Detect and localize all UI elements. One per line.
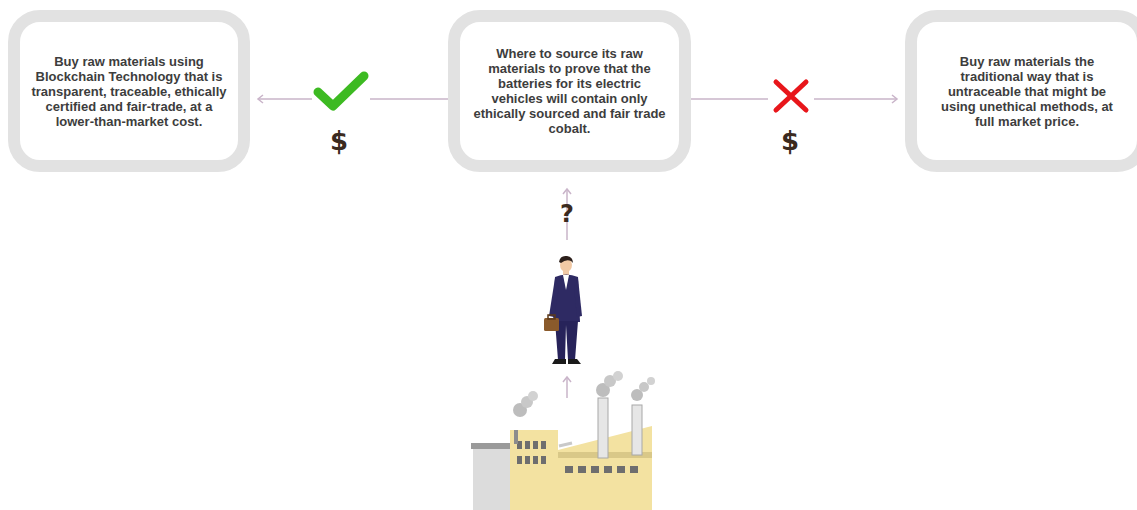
cost-symbol: $ xyxy=(330,126,348,156)
option-box: Where to source its raw materials to pro… xyxy=(448,10,691,172)
up-arrow xyxy=(566,378,568,398)
box-content: Where to source its raw materials to pro… xyxy=(472,46,668,136)
box-content: Buy raw materials using Blockchain Techn… xyxy=(31,54,227,129)
businessman-figure xyxy=(544,256,582,364)
cost-symbol: $ xyxy=(781,126,799,156)
option-box: Buy raw materials the traditional way th… xyxy=(905,10,1137,172)
up-arrow-head xyxy=(563,377,571,382)
factory-illustration xyxy=(471,371,655,510)
up-arrow-head xyxy=(563,189,571,194)
box-content: Buy raw materials the traditional way th… xyxy=(935,54,1119,129)
gap-mask xyxy=(312,72,370,112)
arrow-head xyxy=(258,95,263,103)
box-text: Buy raw materials the traditional way th… xyxy=(935,54,1119,129)
option-box: Buy raw materials using Blockchain Techn… xyxy=(8,10,250,172)
box-text: Where to source its raw materials to pro… xyxy=(472,46,668,136)
gap-mask xyxy=(768,76,814,116)
arrow-head xyxy=(892,95,897,103)
cross-mark xyxy=(776,82,806,110)
question-mark: ? xyxy=(560,200,574,228)
check-mark xyxy=(318,76,364,106)
box-text: Buy raw materials using Blockchain Techn… xyxy=(31,54,227,129)
